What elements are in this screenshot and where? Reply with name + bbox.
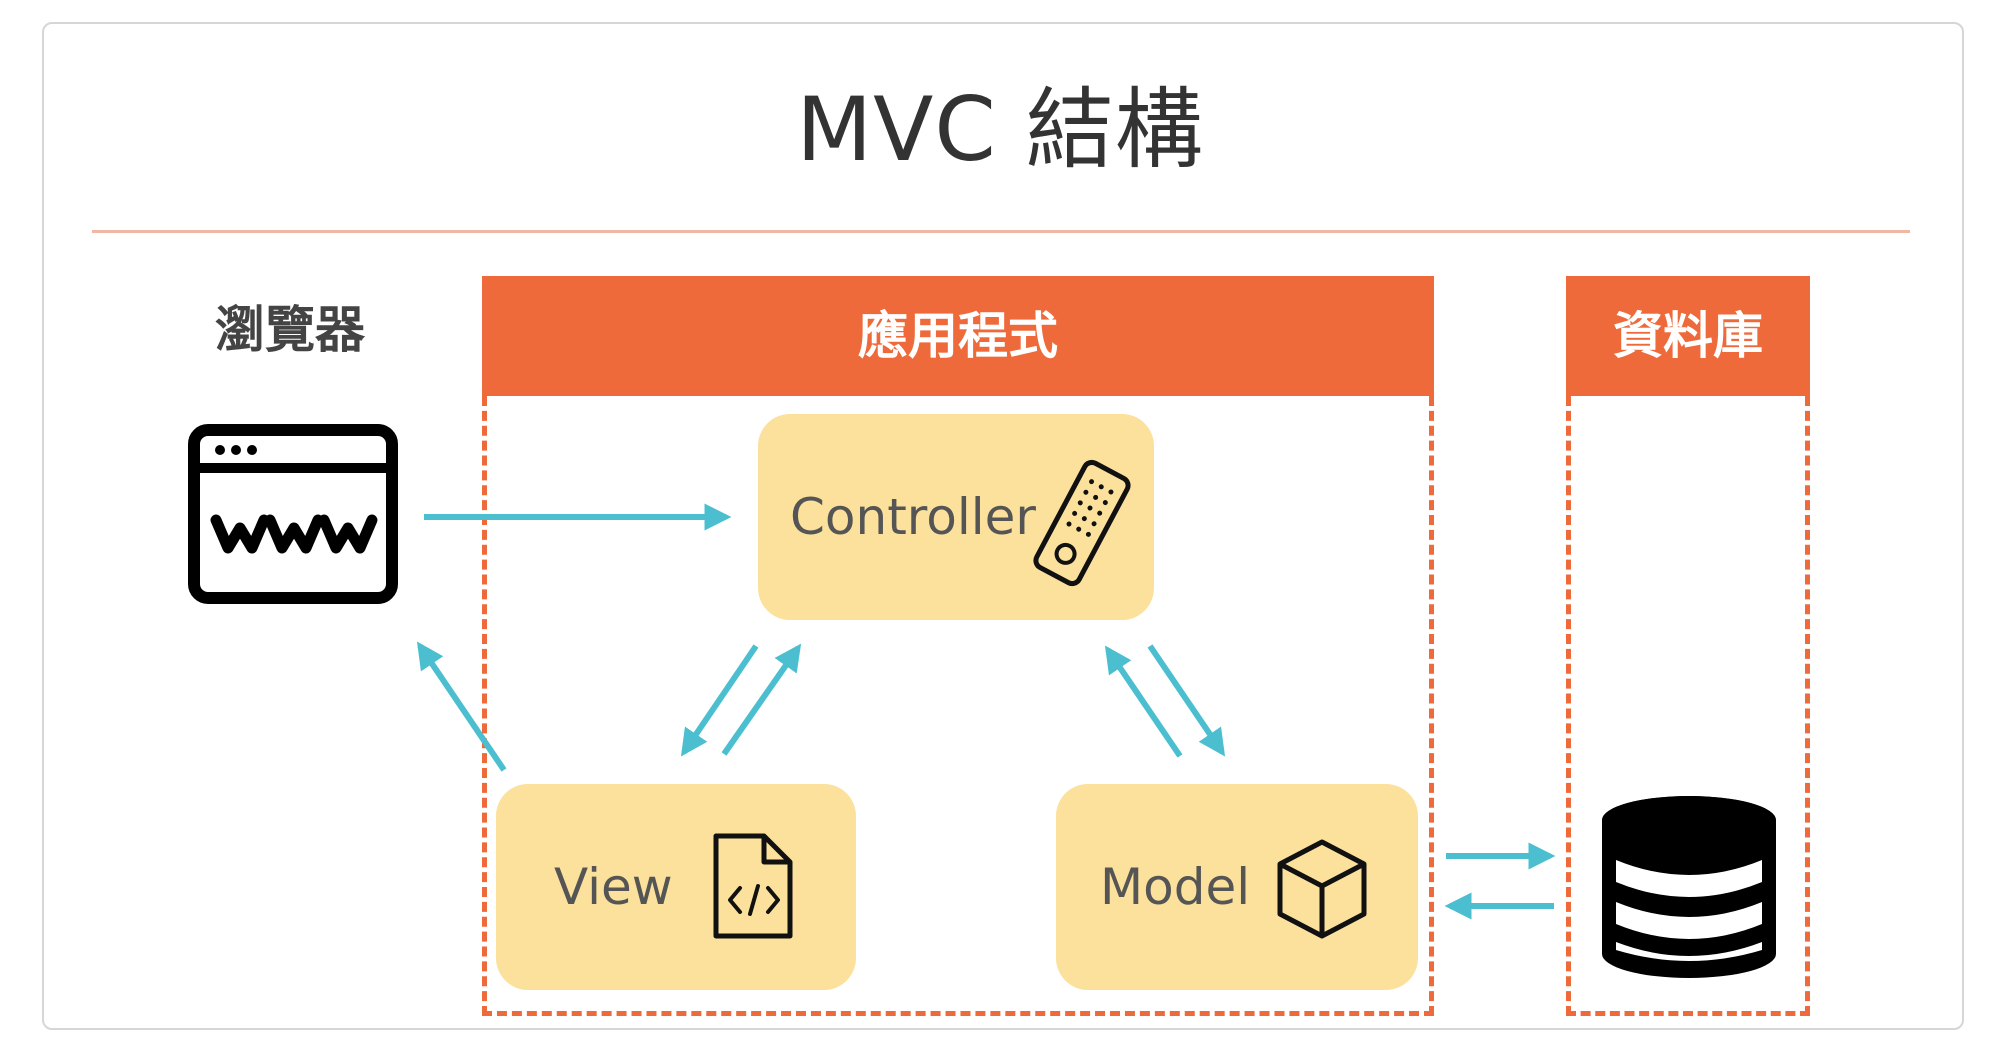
database-container [1566, 396, 1810, 1016]
arrow-controller-to-view [680, 644, 759, 757]
remote-control-icon [1033, 459, 1131, 587]
model-node: Model [1056, 784, 1418, 990]
application-header: 應用程式 [482, 276, 1434, 396]
code-file-icon [713, 833, 793, 939]
diagram-title: MVC 結構 [796, 78, 1204, 181]
cube-icon [1277, 839, 1367, 939]
title-divider [92, 230, 1910, 233]
www-browser-icon [188, 424, 398, 604]
application-label: 應用程式 [858, 307, 1058, 365]
application-container [482, 396, 1434, 1016]
model-label: Model [1100, 858, 1251, 916]
arrow-view-to-browser [416, 641, 507, 772]
arrow-view-to-controller [721, 643, 802, 756]
browser-label: 瀏覽器 [215, 301, 365, 359]
database-icon [1602, 796, 1776, 978]
controller-label: Controller [790, 488, 1036, 546]
database-label: 資料庫 [1613, 307, 1763, 365]
view-label: View [554, 858, 673, 916]
view-node: View [496, 784, 856, 990]
arrow-controller-to-model [1147, 644, 1226, 757]
arrow-model-to-controller [1104, 645, 1183, 758]
database-header: 資料庫 [1566, 276, 1810, 396]
controller-node: Controller [758, 414, 1154, 620]
